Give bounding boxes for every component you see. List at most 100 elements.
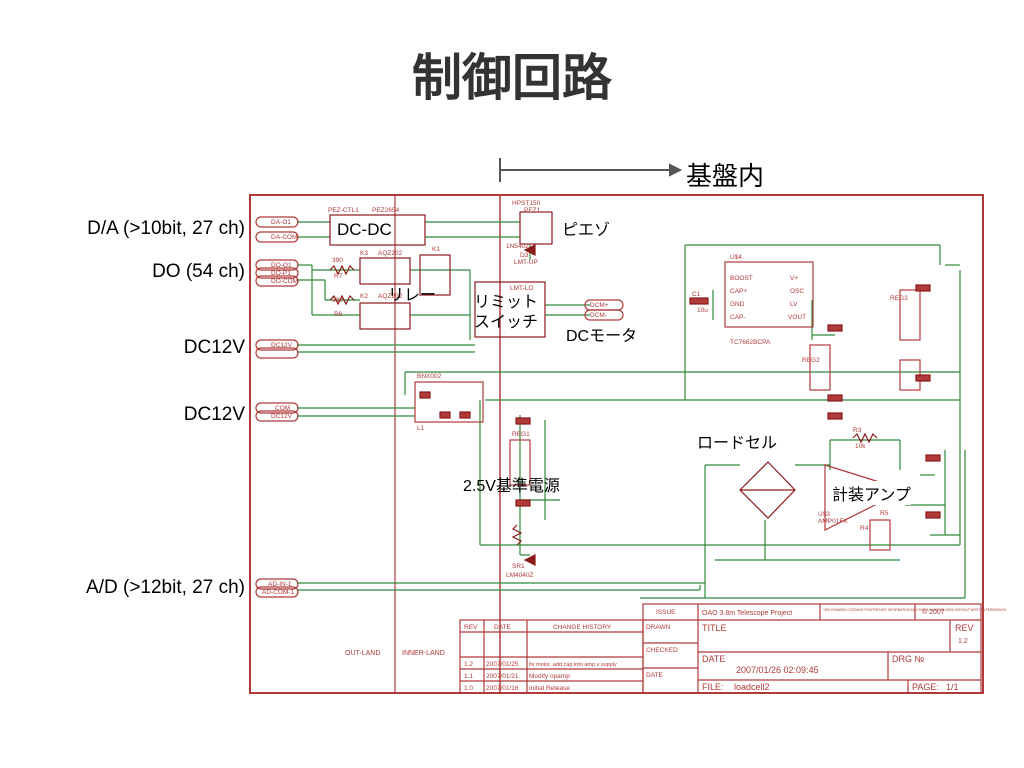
- lbl-c1: C1: [692, 291, 701, 298]
- tb-h1-date: 2007/01/25: [486, 661, 519, 668]
- tb-page-lbl: PAGE:: [912, 682, 939, 692]
- lbl-r7: R7: [334, 273, 343, 280]
- wiring: [297, 221, 966, 599]
- label-dc12v-2: DC12V: [183, 404, 245, 425]
- lbl-lm4040z: LM4040Z: [506, 572, 533, 579]
- components: [329, 211, 941, 566]
- lbl-sr1: SR1: [512, 563, 525, 570]
- annot-piezo: ピエゾ: [562, 222, 611, 239]
- lbl-lv: LV: [790, 301, 798, 308]
- tb-issue: ISSUE: [656, 609, 676, 616]
- lbl-gnd: GND: [730, 301, 745, 308]
- tb-date-lbl: DATE: [646, 672, 664, 679]
- lbl-pez-ctl1: PEZ-CTL1: [328, 207, 359, 214]
- lbl-da-com: DA-COM: [271, 234, 297, 241]
- tb-file-val: loadcell2: [734, 682, 770, 692]
- lbl-vplus: V+: [790, 275, 798, 282]
- lbl-do-com: DO-COM: [271, 278, 298, 285]
- tb-h2-date: 2007/01/21: [486, 673, 519, 680]
- tb-h1-rev: 1.2: [464, 661, 473, 668]
- tb-h1-change: fix motor, add cap into amp v supply: [529, 662, 617, 668]
- lbl-ad-in1: AD-IN-1: [268, 581, 292, 588]
- tb-title-lbl: TITLE: [702, 623, 727, 633]
- lbl-reg2: REG2: [802, 357, 820, 364]
- lbl-u4: U$4: [730, 254, 742, 261]
- lbl-vout: VOUT: [788, 314, 806, 321]
- tb-project: OAO 3.8m Telescope Project: [702, 610, 792, 617]
- lbl-inner-land: INNER-LAND: [402, 650, 445, 657]
- schematic-labels: PEZ-CTL1 PEZ2654 HPST150 PEZ1 DA-O1 DA-C…: [262, 200, 908, 657]
- title-block: [459, 603, 982, 694]
- lbl-lmt-up: LMT-UP: [514, 259, 538, 266]
- tb-page-val: 1/1: [946, 682, 959, 692]
- lbl-com: COM: [275, 405, 290, 412]
- tb-date-val: 2007/01/26 02:09:45: [736, 665, 819, 675]
- lbl-c10u: 10u: [697, 307, 708, 314]
- label-dc12v-1: DC12V: [183, 337, 245, 358]
- lbl-aqz202-a: AQZ202: [378, 250, 403, 257]
- tb-h3-date: 2007/01/16: [486, 685, 519, 692]
- lbl-k3: K3: [360, 250, 368, 257]
- annot-load-cell: ロードセル: [697, 435, 778, 452]
- tb-notice: THIS DRAWING CONTAINS PROPRIETARY INFORM…: [823, 608, 1007, 612]
- tb-col-rev: REV: [464, 624, 478, 631]
- tb-drg-lbl: DRG №: [892, 654, 925, 664]
- annot-amp: 計装アンプ: [832, 481, 911, 505]
- lbl-r390b: 390: [332, 297, 343, 304]
- lbl-out-land: OUT-LAND: [345, 650, 380, 657]
- lbl-lmt-lo: LMT-LO: [510, 285, 533, 292]
- lbl-r390a: 390: [332, 257, 343, 264]
- tb-copyright: © 2007: [922, 608, 945, 616]
- tb-rev-lbl: REV: [955, 623, 974, 633]
- annot-dcdc: DC-DC: [337, 220, 392, 240]
- lbl-l1: L1: [417, 425, 425, 432]
- annot-ref-power: 2.5V基準電源: [463, 478, 560, 495]
- lbl-u3: U$3: [818, 511, 830, 518]
- tb-rev-val: 1.2: [958, 638, 968, 645]
- slide-title: 制御回路: [412, 49, 612, 107]
- tb-date-hdr: DATE: [702, 654, 725, 664]
- lbl-bnx002: BNX002: [417, 373, 442, 380]
- label-do: DO (54 ch): [152, 261, 245, 282]
- lbl-dc12v-a: DC12V: [271, 342, 293, 349]
- tb-checked: CHECKED: [646, 647, 678, 654]
- lbl-k2: K2: [360, 293, 368, 300]
- lbl-do-o1: DO-O1: [271, 262, 292, 269]
- lbl-r6: R6: [334, 311, 343, 318]
- kiban-label: 基盤内: [686, 161, 765, 191]
- tb-h3-rev: 1.0: [464, 685, 473, 692]
- lbl-dcm-m: DCM-: [590, 312, 607, 319]
- lbl-do-p1: DO-P1: [271, 270, 291, 277]
- lbl-hpst150: HPST150: [512, 200, 541, 207]
- lbl-pez1: PEZ1: [524, 207, 541, 214]
- lbl-dc12v-b: DC12V: [271, 413, 293, 420]
- annot-dc-motor: DCモータ: [566, 328, 638, 345]
- tb-h3-change: Initial Release: [529, 685, 570, 692]
- lbl-k1: K1: [432, 246, 440, 253]
- lbl-ad-com1: AD-COM-1: [262, 589, 295, 596]
- lbl-r5: R5: [880, 510, 889, 517]
- lbl-boost: BOOST: [730, 275, 753, 282]
- label-ad: A/D (>12bit, 27 ch): [86, 577, 245, 598]
- lbl-osc: OSC: [790, 288, 804, 295]
- lbl-dcm-p: DCM+: [590, 302, 609, 309]
- kiban-arrow: [499, 158, 683, 182]
- lbl-r3: R3: [853, 427, 862, 434]
- tb-col-date: DATE: [494, 624, 512, 631]
- label-da: D/A (>10bit, 27 ch): [87, 218, 245, 239]
- tb-drawn: DRAWN: [646, 624, 671, 631]
- lbl-d3: D3: [520, 252, 529, 259]
- lbl-aqz202-b: AQZ202: [378, 293, 403, 300]
- lbl-1n5402: 1N5402: [506, 243, 529, 250]
- lbl-pez2654: PEZ2654: [372, 207, 399, 214]
- lbl-cap-m: CAP-: [730, 314, 746, 321]
- title-block-text: REV DATE CHANGE HISTORY 1.2 2007/01/25 f…: [464, 608, 1007, 692]
- lbl-reg1: REG1: [512, 431, 530, 438]
- tb-h2-change: Modify opamp: [529, 673, 570, 680]
- tb-file-lbl: FILE:: [702, 682, 724, 692]
- lbl-r10k: 10k: [855, 443, 866, 450]
- lbl-r4: R4: [860, 525, 869, 532]
- lbl-cap-p: CAP+: [730, 288, 747, 295]
- annot-relay: リレー: [388, 287, 437, 304]
